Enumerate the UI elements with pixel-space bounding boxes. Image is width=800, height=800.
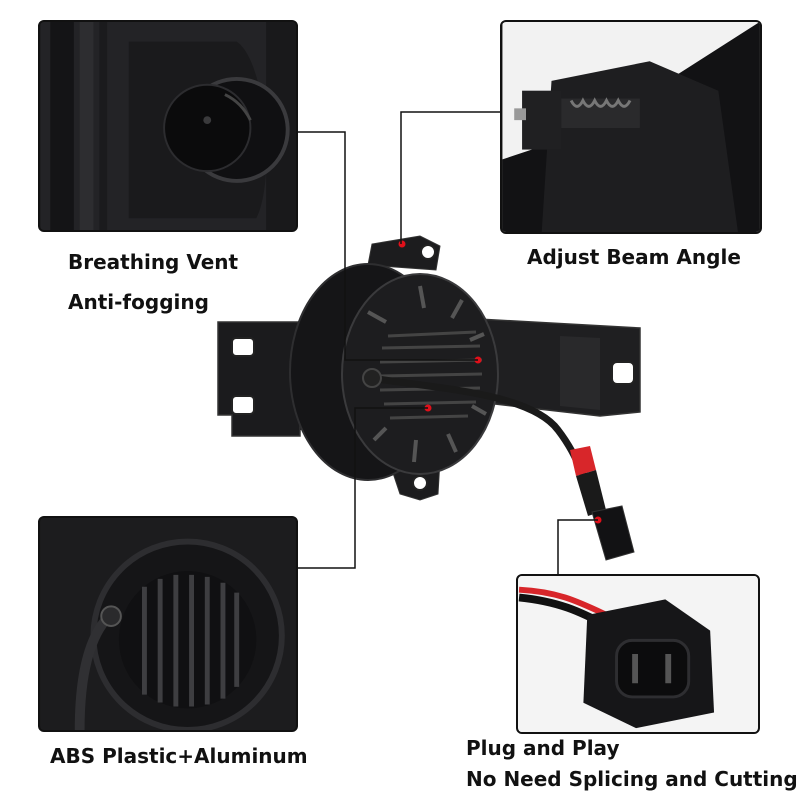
plug-and-play-caption: Plug and Play bbox=[466, 736, 620, 760]
plug-closeup bbox=[516, 574, 760, 734]
no-splicing-caption: No Need Splicing and Cutting bbox=[466, 767, 798, 791]
breathing-vent-closeup bbox=[38, 20, 298, 232]
power-cable bbox=[362, 368, 635, 561]
breathing-vent-image bbox=[40, 22, 296, 230]
marker-adjust-beam bbox=[398, 240, 406, 248]
adjust-beam-closeup bbox=[500, 20, 762, 234]
plug-image bbox=[518, 576, 757, 732]
material-closeup bbox=[38, 516, 298, 732]
marker-plug bbox=[594, 516, 602, 524]
breathing-vent-caption: Breathing Vent bbox=[68, 250, 239, 274]
lamp-housing bbox=[289, 263, 499, 481]
material-caption: ABS Plastic+Aluminum bbox=[50, 744, 308, 768]
adjust-beam-caption: Adjust Beam Angle bbox=[527, 245, 741, 269]
material-image bbox=[40, 518, 296, 730]
right-mounting-bracket bbox=[459, 317, 641, 417]
adjust-beam-image bbox=[502, 22, 760, 232]
anti-fogging-caption: Anti-fogging bbox=[68, 290, 209, 314]
marker-breathing-vent bbox=[474, 356, 482, 364]
marker-material bbox=[424, 404, 432, 412]
